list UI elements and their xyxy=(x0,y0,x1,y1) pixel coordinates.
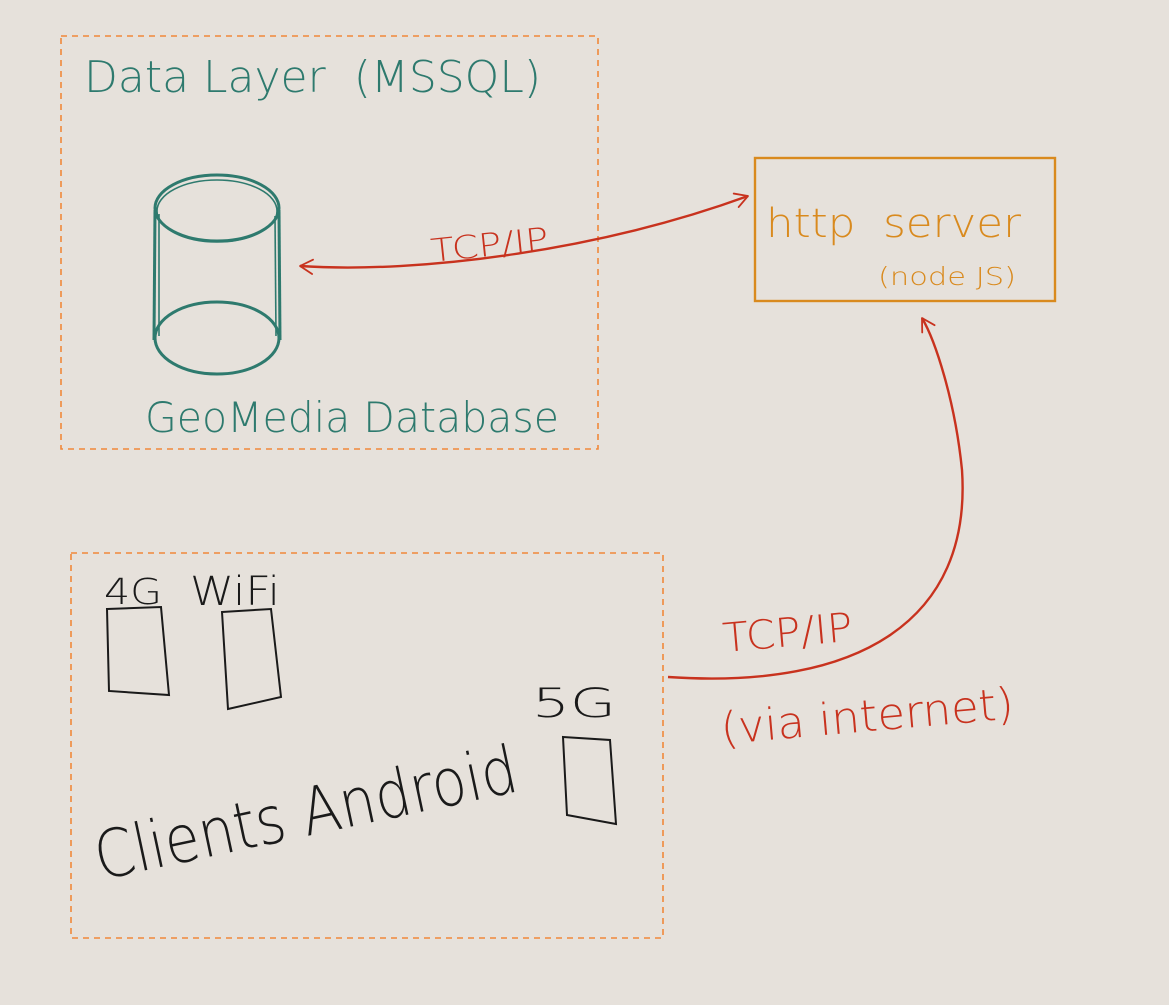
device-wifi: WiFi xyxy=(190,569,283,711)
clients-group: 4G WiFi 5G Clients Android xyxy=(70,552,664,939)
device-5g-label: 5G xyxy=(532,681,616,727)
data-layer-border xyxy=(60,35,599,450)
db-server-protocol-label: TCP/IP xyxy=(429,220,550,270)
clients-server-arrow xyxy=(667,317,964,680)
device-wifi-label: WiFi xyxy=(190,569,280,615)
database-icon xyxy=(152,173,282,376)
device-4g: 4G xyxy=(104,572,171,697)
db-server-arrow xyxy=(299,192,749,275)
data-layer-group: Data Layer (MSSQL) GeoMedia Database xyxy=(60,35,599,450)
server-title: http server xyxy=(766,201,1022,247)
server-box xyxy=(753,156,1057,303)
server-subtitle: (node JS) xyxy=(878,262,1016,291)
phone-icon xyxy=(105,605,171,697)
clients-server-protocol-label: TCP/IP xyxy=(721,605,855,662)
data-layer-title: Data Layer (MSSQL) xyxy=(84,52,541,103)
device-4g-label: 4G xyxy=(104,572,162,613)
phone-icon xyxy=(220,607,283,711)
phone-icon xyxy=(561,735,618,826)
clients-server-note: (via internet) xyxy=(719,679,1016,755)
database-label: GeoMedia Database xyxy=(145,393,559,442)
db-server-connection: TCP/IP xyxy=(299,192,749,275)
server-group: http server (node JS) xyxy=(753,156,1057,303)
clients-border xyxy=(70,552,664,939)
device-5g: 5G xyxy=(532,681,618,826)
clients-server-connection: TCP/IP (via internet) xyxy=(667,317,1016,755)
clients-title: Clients Android xyxy=(87,731,524,896)
